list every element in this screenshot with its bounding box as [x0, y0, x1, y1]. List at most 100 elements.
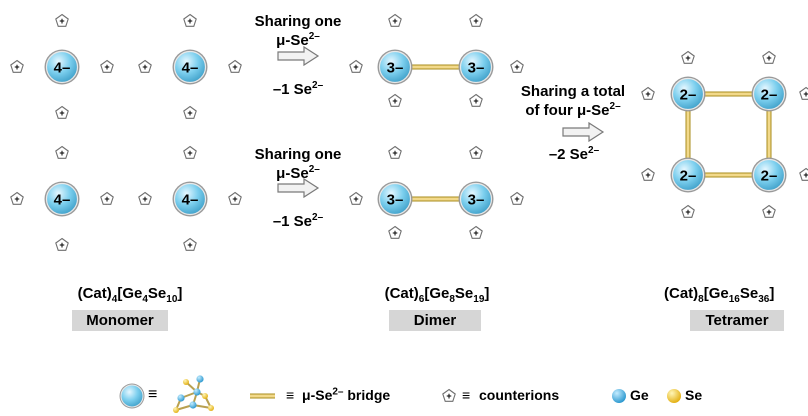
counterion: + — [388, 13, 402, 27]
counterion-sign: + — [59, 16, 64, 26]
counterion: + — [469, 225, 483, 239]
counterion: + — [641, 86, 655, 100]
loss-one-se-top: –1 Se2– — [272, 80, 324, 99]
counterion: + — [762, 50, 776, 64]
counterion-sign: + — [685, 53, 690, 63]
legend-cluster-structure-icon — [173, 375, 214, 413]
monomer-name-tag: Monomer — [72, 310, 168, 331]
counterion: + — [349, 59, 363, 73]
counterion: + — [349, 191, 363, 205]
counterion-sign: + — [766, 53, 771, 63]
counterion-sign: + — [187, 148, 192, 158]
legend-equiv-bridge: ≡ — [286, 387, 295, 403]
counterion-sign: + — [473, 96, 478, 106]
cluster-charge-label: 2– — [680, 168, 697, 185]
counterion-sign: + — [446, 391, 451, 401]
legend-ge-label: Ge — [630, 387, 649, 403]
loss-one-se-bottom: –1 Se2– — [272, 212, 324, 231]
cluster-charge-label: 4– — [54, 60, 71, 77]
counterion-sign: + — [645, 170, 650, 180]
counterion: + — [55, 13, 69, 27]
counterion: + — [10, 191, 24, 205]
counterion: + — [10, 59, 24, 73]
counterion-sign: + — [514, 62, 519, 72]
tetramer-cluster: 2– — [670, 157, 706, 193]
dimer-cluster-right: 3– — [458, 49, 494, 85]
cluster-charge-label: 3– — [387, 192, 404, 209]
counterion: + — [138, 191, 152, 205]
cluster-charge-label: 2– — [680, 87, 697, 104]
counterion-sign: + — [104, 194, 109, 204]
counterion: + — [183, 237, 197, 251]
legend-se-atom — [667, 389, 681, 403]
legend-ge-atom — [612, 389, 626, 403]
counterion-sign: + — [187, 240, 192, 250]
cluster-charge-label: 2– — [761, 168, 778, 185]
counterion-sign: + — [766, 207, 771, 217]
counterion-sign: + — [142, 62, 147, 72]
mu-se-text: μ-Se2– — [276, 31, 320, 50]
counterion: + — [228, 191, 242, 205]
counterion: + — [183, 105, 197, 119]
counterion: + — [799, 86, 808, 100]
dimer-cluster-left: 3– — [377, 181, 413, 217]
counterion: + — [228, 59, 242, 73]
tetramer-formula: (Cat)8[Ge16Se36] — [664, 285, 775, 305]
legend-equiv-ion: ≡ — [462, 387, 471, 403]
counterion: + — [469, 145, 483, 159]
counterion-sign: + — [59, 240, 64, 250]
cluster-charge-label: 3– — [468, 60, 485, 77]
counterion: + — [762, 204, 776, 218]
arrow-bottom-label: Sharing one μ-Se2– — [238, 145, 358, 183]
legend-bridge-label: μ-Se2– bridge — [302, 386, 391, 403]
counterion: + — [681, 50, 695, 64]
cluster-charge-label: 4– — [182, 60, 199, 77]
sharing-total-text: Sharing a total — [520, 83, 626, 100]
counterion-sign: + — [392, 228, 397, 238]
tetramer-cluster: 2– — [751, 76, 787, 112]
counterion: + — [55, 105, 69, 119]
cluster-charge-label: 3– — [387, 60, 404, 77]
dimer-name-tag: Dimer — [389, 310, 481, 331]
dimer-cluster-left: 3– — [377, 49, 413, 85]
counterion-sign: + — [473, 148, 478, 158]
counterion-sign: + — [104, 62, 109, 72]
counterion: + — [183, 145, 197, 159]
arrow-bottom — [277, 177, 320, 199]
cluster-charge-label: 4– — [182, 192, 199, 209]
monomer-cluster: 4– — [44, 181, 80, 217]
cluster-charge-label: 3– — [468, 192, 485, 209]
arrow-top — [277, 45, 320, 67]
counterion: + — [641, 167, 655, 181]
counterion-sign: + — [187, 108, 192, 118]
counterion: + — [183, 13, 197, 27]
counterion: + — [469, 13, 483, 27]
counterion-sign: + — [392, 96, 397, 106]
counterion: + — [388, 93, 402, 107]
monomer-cluster: 4– — [44, 49, 80, 85]
counterion-sign: + — [14, 62, 19, 72]
counterion-sign: + — [59, 108, 64, 118]
monomer-cluster: 4– — [172, 181, 208, 217]
cluster-charge-label: 4– — [54, 192, 71, 209]
mu-se-text: μ-Se2– — [276, 164, 320, 183]
tetramer-cluster: 2– — [670, 76, 706, 112]
counterion-sign: + — [232, 62, 237, 72]
legend-se-label: Se — [685, 387, 703, 403]
counterion-sign: + — [232, 194, 237, 204]
counterion-sign: + — [803, 170, 808, 180]
counterion: + — [55, 145, 69, 159]
counterion-sign: + — [645, 89, 650, 99]
counterion-sign: + — [473, 228, 478, 238]
counterion-sign: + — [59, 148, 64, 158]
legend-equiv-cluster: ≡ — [148, 386, 158, 403]
counterion: + — [388, 225, 402, 239]
sharing-one-text: Sharing one — [254, 13, 342, 30]
four-mu-se-text: of four μ-Se2– — [525, 101, 621, 120]
counterion-sign: + — [514, 194, 519, 204]
counterion: + — [510, 191, 524, 205]
counterion: + — [388, 145, 402, 159]
counterion: + — [442, 388, 456, 402]
sharing-one-text: Sharing one — [254, 146, 342, 163]
